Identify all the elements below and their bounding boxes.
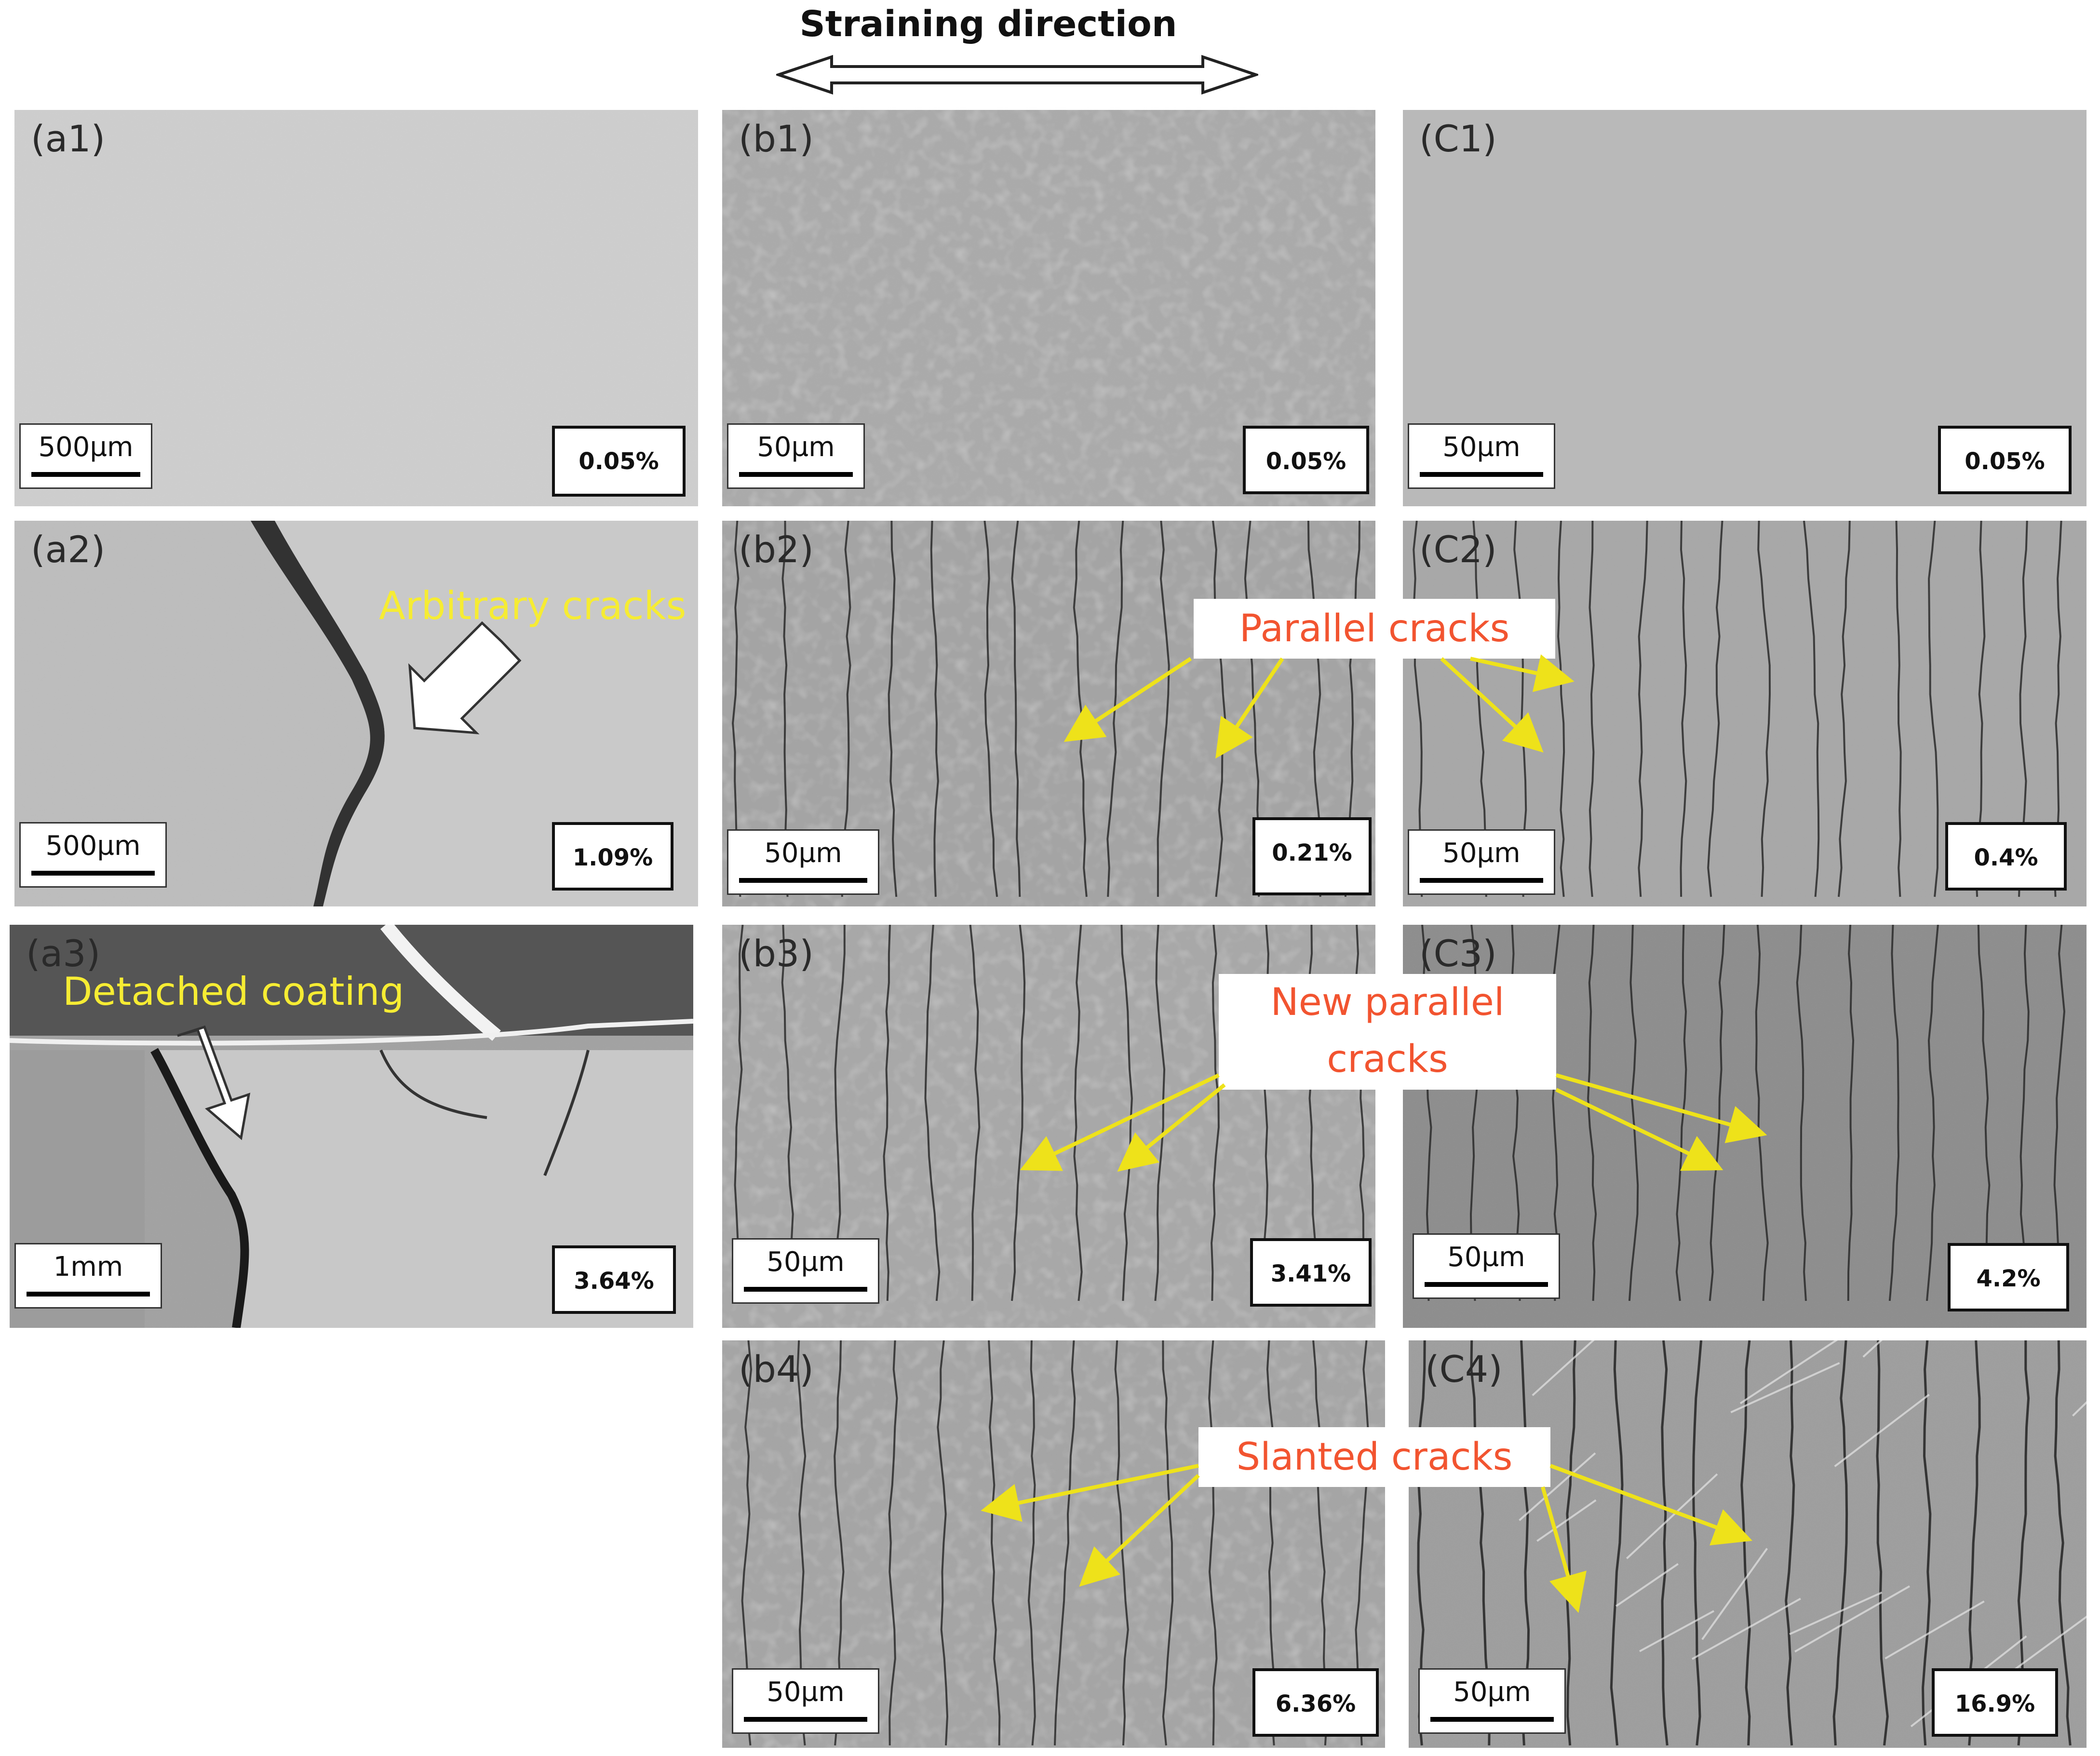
callout-line-1: New parallel xyxy=(1270,981,1505,1024)
scale-bar xyxy=(739,472,853,477)
scale-label: 50µm xyxy=(1442,837,1521,869)
callout-new-parallel-cracks: New parallel cracks xyxy=(1219,974,1556,1090)
scale-bar-box: 50µm xyxy=(732,1238,879,1304)
scale-bar xyxy=(1430,1717,1554,1722)
strain-value-box: 16.9% xyxy=(1932,1668,2058,1737)
panel-label: (b4) xyxy=(739,1348,814,1391)
strain-value: 0.05% xyxy=(1965,448,2045,475)
scale-bar-box: 50µm xyxy=(1408,829,1555,895)
scale-label: 500µm xyxy=(38,432,134,463)
panel-label: (a3) xyxy=(26,932,101,975)
sem-image-b4: (b4) 50µm 6.36% xyxy=(722,1340,1385,1748)
sem-image-c4: (C4) 50µm 16.9% xyxy=(1409,1340,2087,1748)
scale-label: 50µm xyxy=(1453,1676,1531,1708)
strain-value-box: 0.05% xyxy=(1938,426,2072,494)
strain-value-box: 1.09% xyxy=(552,822,673,891)
strain-value: 4.2% xyxy=(1976,1265,2041,1292)
panel-label: (C4) xyxy=(1425,1348,1503,1391)
strain-value: 0.05% xyxy=(579,448,659,475)
panel-label: (b1) xyxy=(739,117,814,160)
strain-value: 0.21% xyxy=(1272,839,1352,866)
straining-direction-title: Straining direction xyxy=(799,3,1177,45)
scale-bar-box: 500µm xyxy=(19,822,167,888)
scale-bar-box: 500µm xyxy=(19,423,152,489)
panel-label: (a1) xyxy=(31,117,106,160)
double-arrow-icon xyxy=(776,54,1258,95)
scale-bar-box: 50µm xyxy=(1413,1233,1560,1299)
scale-bar xyxy=(1425,1282,1548,1287)
panel-label: (a2) xyxy=(31,528,106,571)
scale-label: 1mm xyxy=(53,1251,123,1283)
callout-parallel-cracks: Parallel cracks xyxy=(1194,599,1555,659)
scale-bar xyxy=(27,1292,150,1297)
scale-label: 50µm xyxy=(1447,1242,1525,1273)
strain-value-box: 6.36% xyxy=(1252,1668,1379,1737)
strain-value-box: 0.05% xyxy=(552,426,686,497)
strain-value: 16.9% xyxy=(1954,1690,2035,1717)
annotation-arbitrary-cracks: Arbitrary cracks xyxy=(379,583,687,628)
sem-image-c2: (C2) 50µm 0.4% xyxy=(1403,521,2087,906)
strain-value-box: 0.05% xyxy=(1243,426,1369,494)
panel-label: (C1) xyxy=(1419,117,1497,160)
strain-value: 0.05% xyxy=(1265,448,1346,475)
strain-value-box: 3.64% xyxy=(552,1245,676,1314)
callout-line-2: cracks xyxy=(1327,1038,1448,1081)
scale-bar xyxy=(31,871,155,876)
scale-label: 50µm xyxy=(767,1676,845,1708)
scale-bar-box: 1mm xyxy=(14,1243,162,1309)
strain-value-box: 4.2% xyxy=(1948,1243,2069,1311)
strain-value-box: 3.41% xyxy=(1250,1238,1372,1307)
panel-label: (b2) xyxy=(739,528,814,571)
strain-value-box: 0.21% xyxy=(1252,817,1372,895)
strain-value: 1.09% xyxy=(572,844,653,871)
scale-bar xyxy=(744,1287,867,1292)
scale-bar xyxy=(1420,878,1543,883)
scale-bar-box: 50µm xyxy=(1408,423,1555,489)
scale-label: 500µm xyxy=(45,830,141,862)
callout-slanted-cracks: Slanted cracks xyxy=(1198,1427,1550,1487)
strain-value: 3.41% xyxy=(1270,1260,1351,1287)
panel-label: (C3) xyxy=(1419,932,1497,975)
scale-bar-box: 50µm xyxy=(727,423,865,489)
sem-image-a2: (a2) 500µm 1.09% xyxy=(14,521,698,906)
panel-label: (C2) xyxy=(1419,528,1497,571)
scale-label: 50µm xyxy=(1442,432,1521,463)
sem-image-b1: (b1) 50µm 0.05% xyxy=(722,110,1375,506)
sem-image-b2: (b2) 50µm 0.21% xyxy=(722,521,1375,906)
annotation-detached-coating: Detached coating xyxy=(63,969,404,1014)
strain-value: 0.4% xyxy=(1974,844,2038,871)
strain-value: 6.36% xyxy=(1275,1690,1356,1717)
scale-label: 50µm xyxy=(757,432,835,463)
scale-label: 50µm xyxy=(767,1246,845,1278)
scale-bar-box: 50µm xyxy=(1418,1668,1566,1734)
scale-label: 50µm xyxy=(764,837,842,869)
scale-bar xyxy=(1420,472,1543,477)
scale-bar-box: 50µm xyxy=(732,1668,879,1734)
panel-label: (b3) xyxy=(739,932,814,975)
strain-value-box: 0.4% xyxy=(1945,822,2067,891)
strain-value: 3.64% xyxy=(574,1268,654,1295)
scale-bar xyxy=(739,878,867,883)
sem-image-c1: (C1) 50µm 0.05% xyxy=(1403,110,2087,506)
scale-bar xyxy=(744,1717,867,1722)
scale-bar xyxy=(31,472,140,477)
scale-bar-box: 50µm xyxy=(727,829,879,895)
sem-image-a3: (a3) 1mm 3.64% xyxy=(10,925,693,1328)
sem-image-a1: (a1) 500µm 0.05% xyxy=(14,110,698,506)
